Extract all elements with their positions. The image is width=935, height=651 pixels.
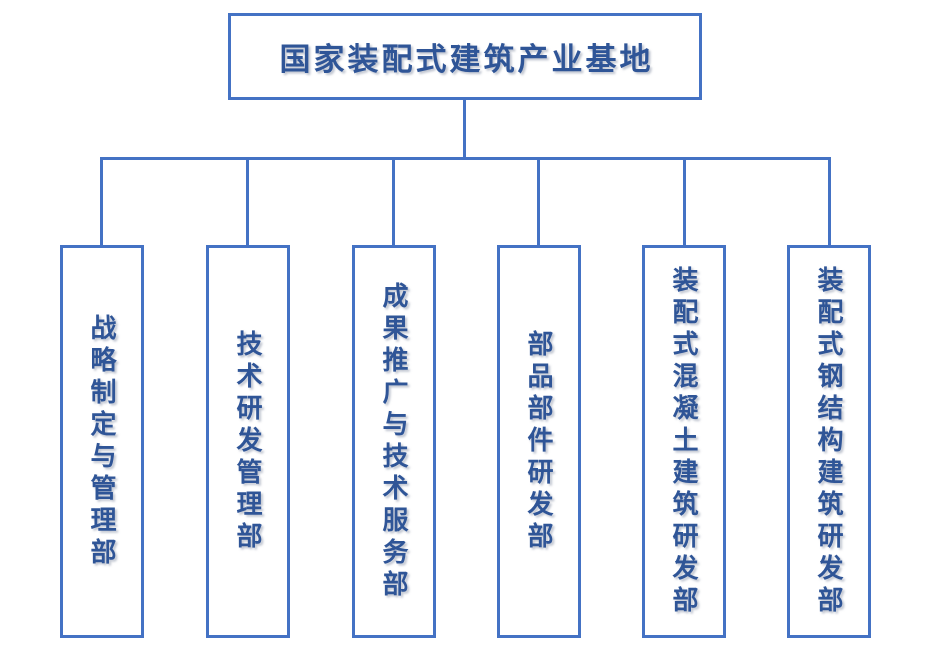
dept-box-strategy-management: 战略制定与管理部 — [60, 245, 144, 638]
dept-label-tech-rd-management: 技术研发管理部 — [233, 329, 263, 554]
connector-horizontal — [100, 157, 831, 160]
dept-box-tech-rd-management: 技术研发管理部 — [206, 245, 290, 638]
connector-drop-4 — [537, 157, 540, 245]
connector-drop-2 — [246, 157, 249, 245]
dept-label-precast-concrete-rd: 装配式混凝土建筑研发部 — [669, 265, 699, 618]
dept-box-parts-components-rd: 部品部件研发部 — [497, 245, 581, 638]
dept-label-promotion-tech-service: 成果推广与技术服务部 — [379, 281, 409, 602]
org-root-box: 国家装配式建筑产业基地 — [228, 13, 702, 100]
dept-label-parts-components-rd: 部品部件研发部 — [524, 329, 554, 554]
connector-drop-3 — [392, 157, 395, 245]
connector-stem — [463, 100, 466, 158]
dept-box-precast-concrete-rd: 装配式混凝土建筑研发部 — [642, 245, 726, 638]
connector-drop-5 — [683, 157, 686, 245]
connector-drop-6 — [828, 157, 831, 245]
org-root-label: 国家装配式建筑产业基地 — [279, 42, 654, 77]
dept-label-strategy-management: 战略制定与管理部 — [87, 313, 117, 570]
dept-label-steel-structure-rd: 装配式钢结构建筑研发部 — [814, 265, 844, 618]
dept-box-promotion-tech-service: 成果推广与技术服务部 — [352, 245, 436, 638]
dept-box-steel-structure-rd: 装配式钢结构建筑研发部 — [787, 245, 871, 638]
connector-drop-1 — [100, 157, 103, 245]
